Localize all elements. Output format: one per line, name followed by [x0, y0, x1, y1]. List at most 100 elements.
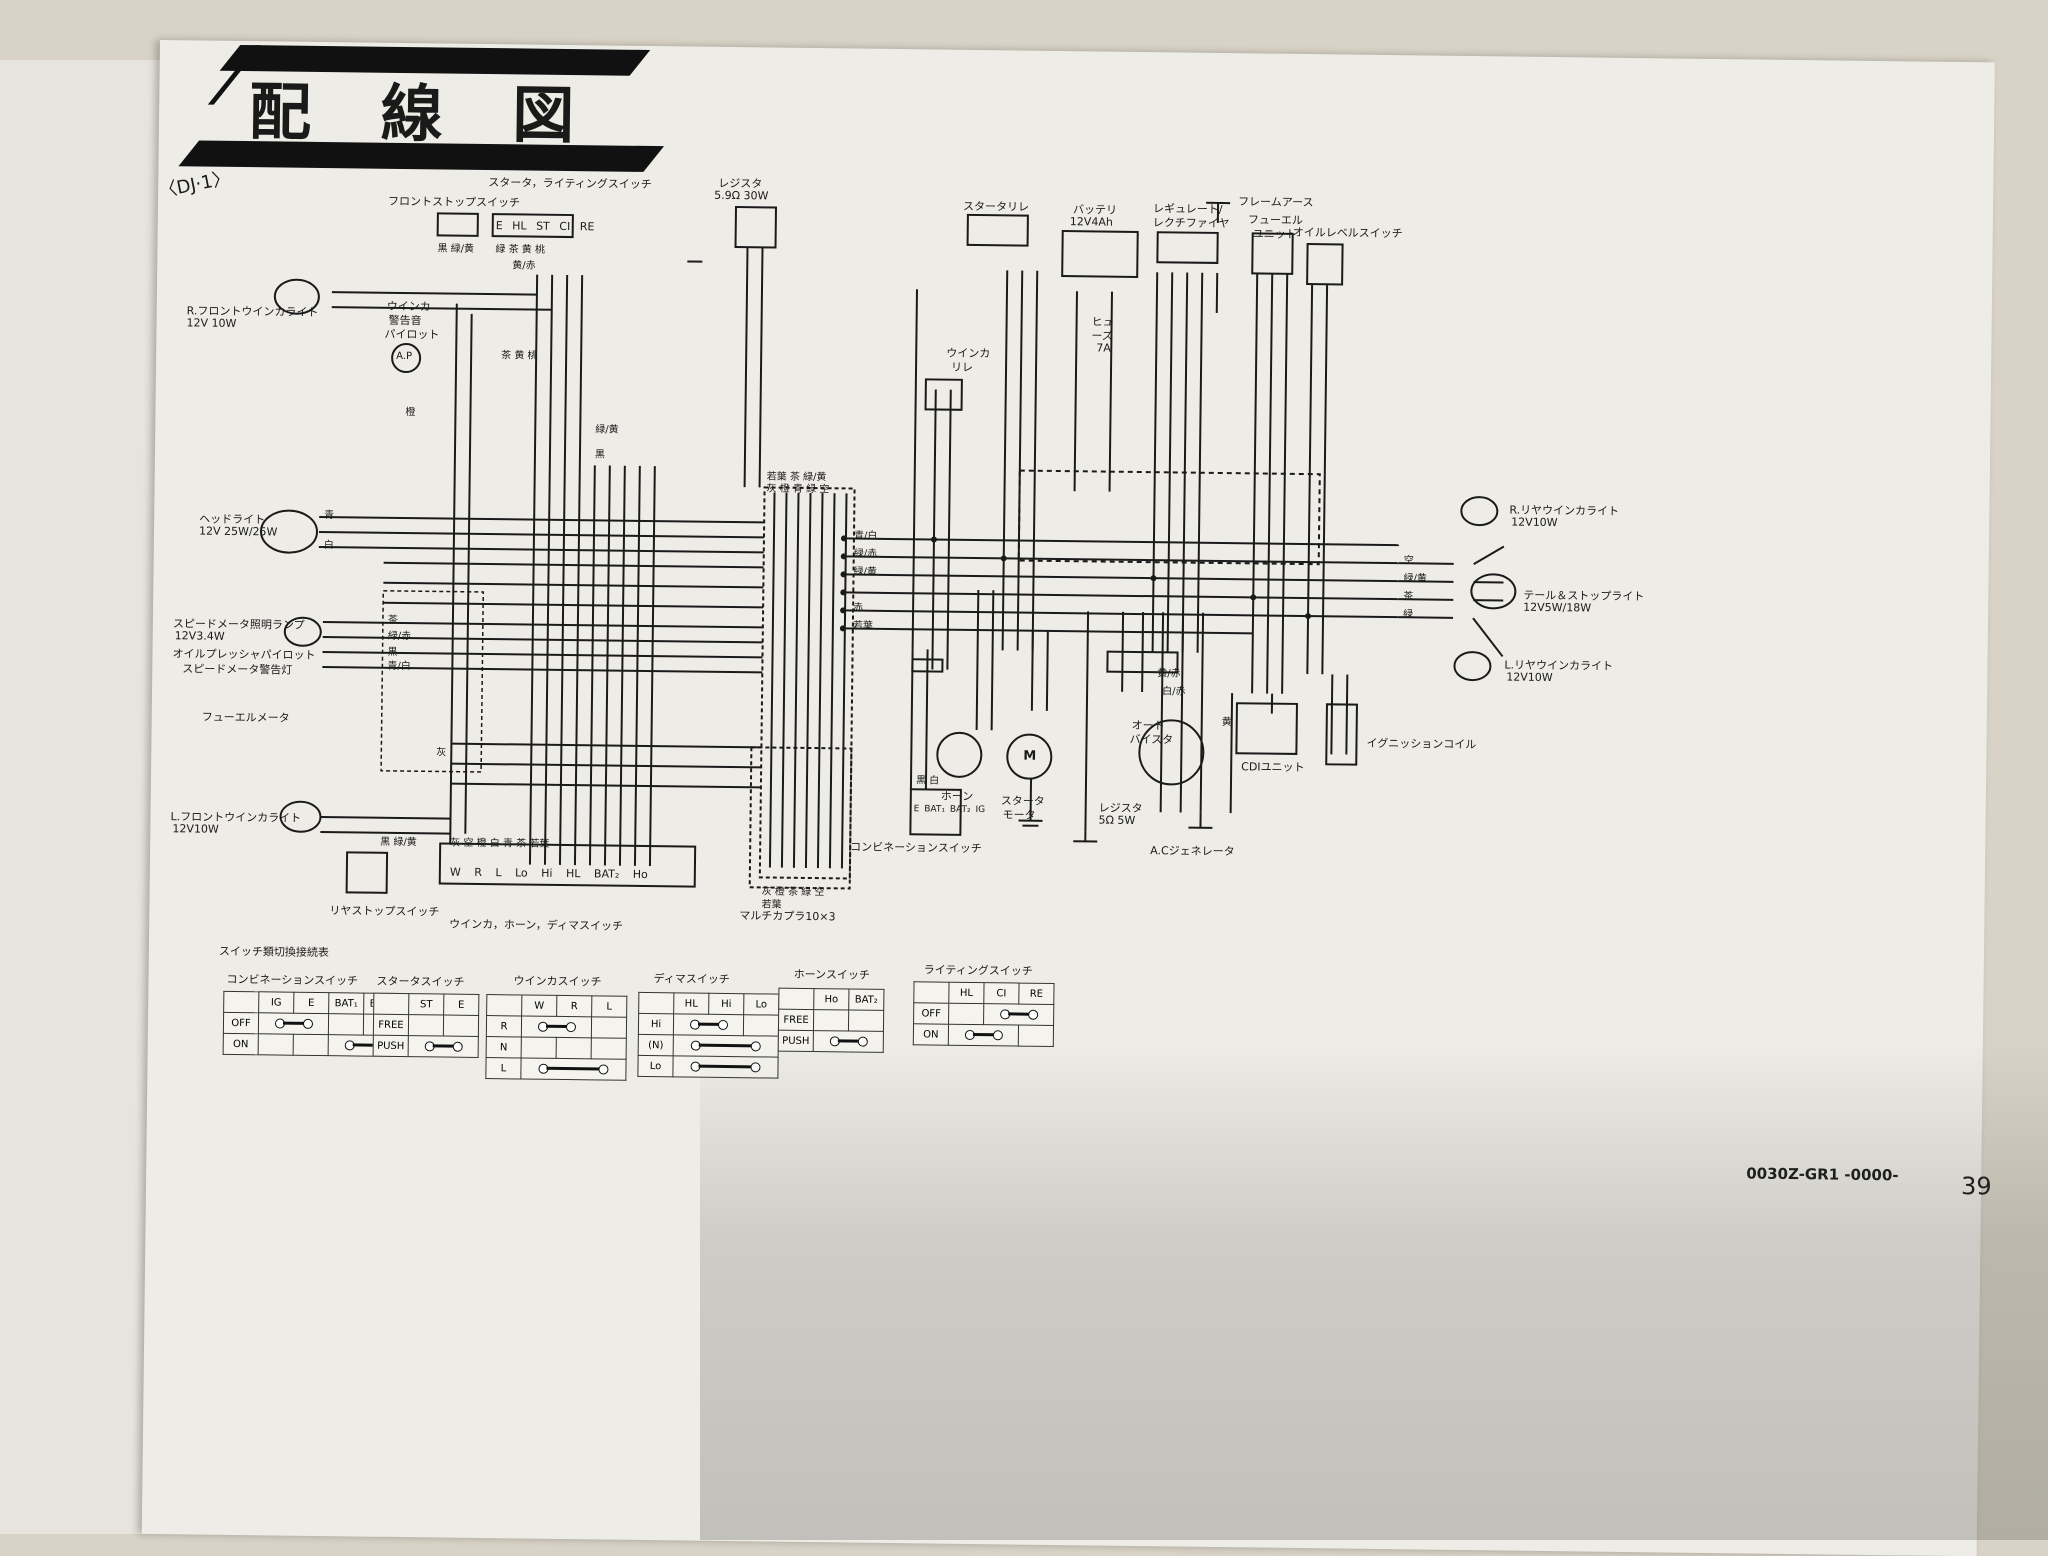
terminal-bat2: BAT₂: [594, 867, 620, 880]
connection-symbol: [521, 1016, 591, 1038]
label-ac-generator: A.Cジェネレータ: [1150, 842, 1235, 859]
label-speedo-lamp-spec: 12V3.4W: [175, 629, 225, 643]
wiring-diagram: [142, 40, 1995, 1556]
terminal-hl: HL: [566, 867, 581, 880]
wire-label-starter-top: 緑 茶 黄 桃: [495, 240, 545, 256]
terminal-l: L: [495, 866, 501, 879]
terminal-hi: Hi: [541, 867, 552, 880]
label-cdi-unit: CDIユニット: [1241, 758, 1305, 775]
wire-label-cdi-2: 白/赤: [1162, 682, 1186, 697]
wire-label-cdi-1: 黄/赤: [1157, 664, 1181, 679]
table-cell: E: [294, 992, 329, 1013]
label-battery-spec: 12V4Ah: [1070, 215, 1113, 229]
wire-label-coupler-bottom2: 若葉: [761, 895, 781, 910]
table-cell: [779, 988, 814, 1009]
lighting-switch-title: ライティングスイッチ: [924, 961, 1033, 978]
label-multi-coupler: マルチカプラ10×3: [739, 907, 835, 924]
wire-label-speedo-4: 青/白: [387, 657, 411, 672]
connection-symbol: [984, 1004, 1054, 1026]
table-row: Lo: [638, 1055, 778, 1078]
dimmer-switch-table: HL Hi Lo Hi (N) Lo: [637, 992, 779, 1079]
label-speedo-warning: スピードメータ警告灯: [182, 660, 292, 677]
wire-label-headlight-2: 白: [324, 536, 334, 551]
label-fuel-unit-2: ユニット: [1253, 225, 1297, 242]
starter-switch-table: ST E FREE PUSH: [373, 993, 480, 1058]
label-frame-earth: フレームアース: [1238, 193, 1314, 210]
wire-label-bus-3: 緑/黄: [853, 563, 877, 578]
table-row: PUSH: [778, 1030, 883, 1052]
wire-label-bus-4: 赤: [853, 599, 863, 614]
terminal-hl: HL: [512, 219, 527, 232]
table-cell: [487, 995, 522, 1016]
wire-label-bus-5: 若葉: [853, 617, 873, 632]
wire-label-combination: 黒 白: [916, 771, 939, 786]
label-winker-pilot-3: パイロット: [384, 326, 439, 343]
table-cell: ON: [223, 1033, 258, 1054]
table-cell: OFF: [914, 1003, 949, 1024]
terminal-ci: CI: [559, 220, 570, 233]
label-winker-relay-2: リレ: [951, 359, 973, 375]
winker-switch-title: ウインカスイッチ: [513, 972, 601, 989]
wire-label-speedo-2: 緑/赤: [388, 627, 412, 642]
wire-label-starter-sub: 黄/赤: [512, 256, 536, 271]
table-cell: E: [444, 994, 479, 1015]
label-starter-relay: スタータリレ: [963, 198, 1029, 215]
table-row: W R L: [487, 995, 627, 1018]
combination-switch-title: コンビネーションスイッチ: [226, 971, 358, 989]
table-cell: IG: [259, 992, 294, 1013]
connection-symbol: [948, 1024, 1018, 1046]
wire-label-coupler-top2: 灰 橙 青 緑 空: [766, 479, 829, 495]
table-cell: R: [486, 1016, 521, 1037]
label-auto-bystarter-2: バイスタ: [1129, 731, 1173, 748]
table-cell: W: [522, 995, 557, 1016]
winker-switch-table: W R L R N L: [485, 994, 627, 1081]
table-row: HL Hi Lo: [639, 992, 779, 1015]
label-l-front-winker-spec: 12V10W: [172, 822, 219, 836]
table-cell: RE: [1019, 983, 1054, 1004]
terminals-starter-switch: E HL ST CI RE: [496, 219, 595, 233]
wire-label-speedo-1: 茶: [388, 611, 398, 626]
wire-label-starter-mid: 茶 黄 桃: [501, 346, 538, 361]
table-cell: [914, 982, 949, 1003]
wire-label-bus-2: 緑/赤: [854, 545, 878, 560]
table-cell: Hi: [638, 1013, 673, 1034]
table-cell: CI: [984, 983, 1019, 1004]
table-cell: Lo: [638, 1055, 673, 1076]
wire-label-front-stop: 黒 緑/黄: [437, 239, 474, 254]
table-cell: OFF: [223, 1012, 258, 1033]
table-row: Hi: [638, 1013, 778, 1036]
label-resistor-top-spec: 5.9Ω 30W: [714, 189, 768, 203]
label-combination-switch: コンビネーションスイッチ: [850, 838, 982, 856]
lighting-switch-table: HL CI RE OFF ON: [913, 981, 1055, 1047]
table-cell: Lo: [744, 994, 779, 1015]
wire-label-hand-switch-top: 灰 空 橙 白 青 茶 若葉: [450, 834, 549, 850]
terminal-bat2: BAT₂: [950, 805, 971, 815]
document-code: 0030Z-GR1 -0000-: [1746, 1164, 1899, 1184]
table-row: ST E: [374, 993, 479, 1015]
connection-symbol: [673, 1056, 778, 1078]
table-cell: N: [486, 1037, 521, 1058]
label-starter-lighting-switch: スタータ，ライティングスイッチ: [488, 174, 652, 192]
label-headlight-spec: 12V 25W/25W: [199, 525, 278, 539]
table-cell: [374, 993, 409, 1014]
starter-switch-title: スタータスイッチ: [376, 973, 464, 990]
wire-label-rear-2: 緑/黄: [1403, 569, 1427, 584]
terminal-re: RE: [580, 220, 595, 233]
terminals-combination-switch: E BAT₁ BAT₂ IG: [914, 804, 986, 815]
table-cell: Hi: [709, 993, 744, 1014]
table-row: Ho BAT₂: [779, 988, 884, 1010]
wire-label-rear-3: 茶: [1403, 587, 1413, 602]
connection-symbol: [673, 1035, 778, 1057]
terminal-st: ST: [536, 220, 550, 233]
table-row: L: [486, 1058, 626, 1081]
table-row: (N): [638, 1034, 778, 1057]
terminal-ig: IG: [975, 805, 985, 815]
terminal-r: R: [474, 866, 482, 879]
connection-symbol: [521, 1058, 626, 1080]
wire-label-headlight-1: 青: [324, 506, 334, 521]
terminal-bat1: BAT₁: [924, 804, 945, 814]
label-rear-stop-switch: リヤストップスイッチ: [329, 902, 439, 919]
table-row: N: [486, 1037, 626, 1060]
terminal-e: E: [496, 219, 503, 232]
label-hand-switch: ウインカ，ホーン，ディマスイッチ: [449, 916, 623, 934]
